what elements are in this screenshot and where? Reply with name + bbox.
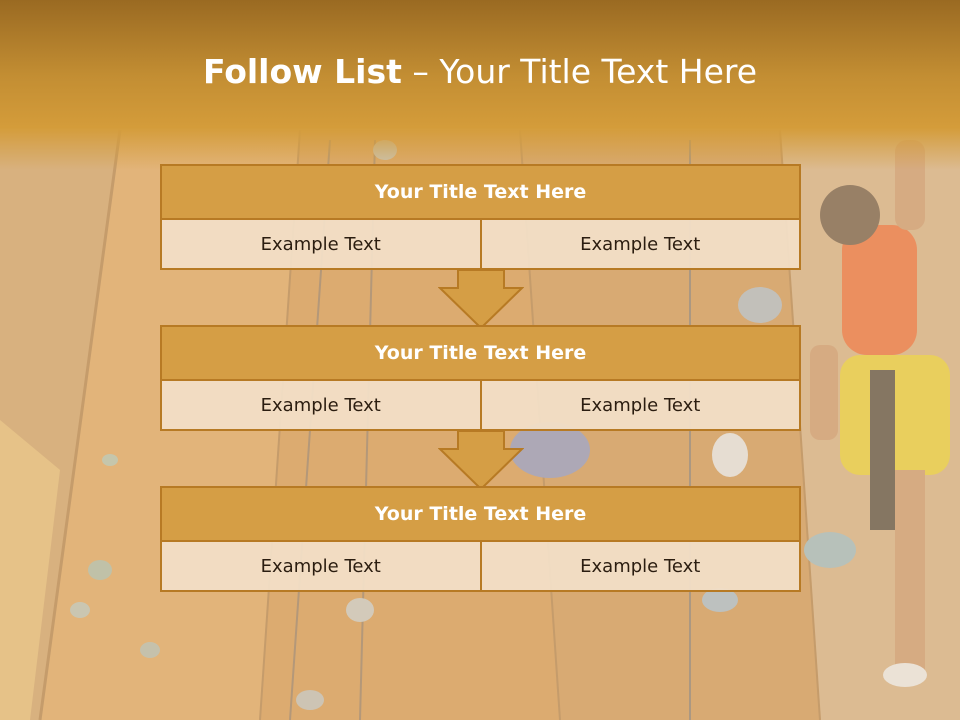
down-arrow-icon bbox=[438, 270, 524, 330]
block-cell-left: Example Text bbox=[260, 555, 381, 577]
block-cell-right: Example Text bbox=[479, 542, 800, 590]
block-cell-left: Example Text bbox=[260, 394, 381, 416]
down-arrow-icon bbox=[438, 431, 524, 491]
block-cell-left: Example Text bbox=[260, 233, 381, 255]
header-band bbox=[0, 0, 960, 170]
block-title: Your Title Text Here bbox=[160, 486, 801, 542]
list-block-1: Your Title Text Here Example Text Exampl… bbox=[160, 164, 801, 270]
block-title: Your Title Text Here bbox=[160, 325, 801, 381]
slide-title-rest: – Your Title Text Here bbox=[401, 52, 758, 91]
block-cell-right: Example Text bbox=[479, 381, 800, 429]
block-row: Example Text Example Text bbox=[160, 381, 801, 431]
slide-title-bold: Follow List bbox=[202, 52, 402, 91]
list-block-3: Your Title Text Here Example Text Exampl… bbox=[160, 486, 801, 592]
slide-title: Follow List – Your Title Text Here bbox=[0, 52, 960, 91]
block-title: Your Title Text Here bbox=[160, 164, 801, 220]
list-block-2: Your Title Text Here Example Text Exampl… bbox=[160, 325, 801, 431]
block-cell-right: Example Text bbox=[479, 220, 800, 268]
block-row: Example Text Example Text bbox=[160, 542, 801, 592]
block-row: Example Text Example Text bbox=[160, 220, 801, 270]
